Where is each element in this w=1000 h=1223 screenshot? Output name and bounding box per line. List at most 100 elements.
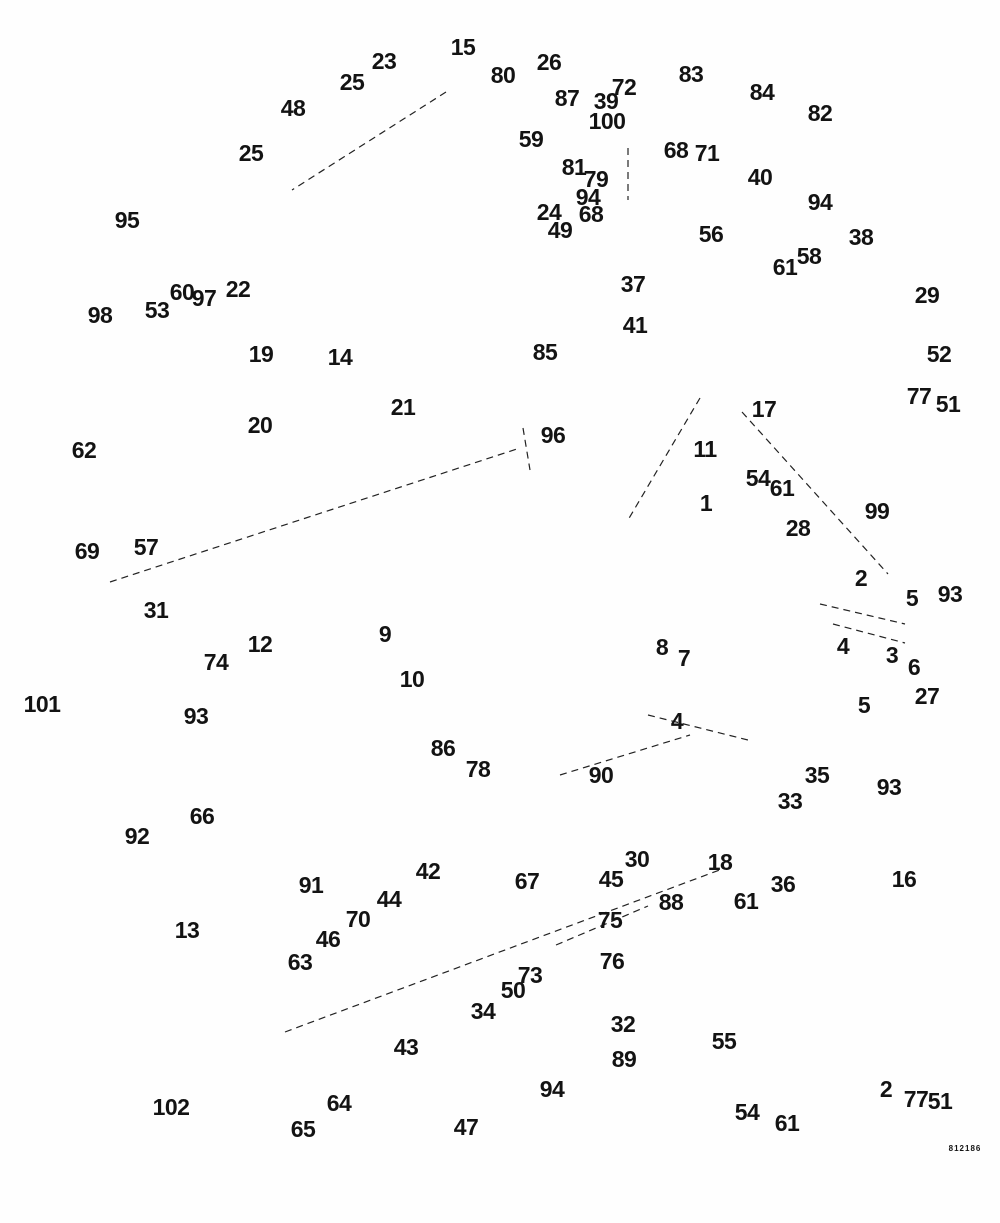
svg-text:11: 11 — [693, 436, 717, 462]
svg-text:12: 12 — [248, 631, 273, 657]
svg-text:91: 91 — [299, 872, 324, 898]
svg-text:39: 39 — [594, 88, 619, 114]
svg-text:93: 93 — [938, 581, 963, 607]
svg-text:10: 10 — [400, 666, 425, 692]
svg-text:56: 56 — [699, 221, 724, 247]
svg-text:6: 6 — [908, 654, 920, 680]
svg-text:33: 33 — [778, 788, 803, 814]
svg-text:75: 75 — [598, 907, 623, 933]
svg-text:3: 3 — [886, 642, 898, 668]
svg-text:64: 64 — [327, 1090, 352, 1116]
svg-text:65: 65 — [291, 1116, 316, 1142]
svg-text:54: 54 — [735, 1099, 760, 1125]
svg-text:55: 55 — [712, 1028, 737, 1054]
svg-text:89: 89 — [612, 1046, 637, 1072]
svg-text:7: 7 — [678, 645, 690, 671]
svg-text:76: 76 — [600, 948, 625, 974]
svg-text:81: 81 — [562, 154, 587, 180]
svg-text:36: 36 — [771, 871, 796, 897]
svg-text:35: 35 — [805, 762, 830, 788]
svg-text:52: 52 — [927, 341, 952, 367]
svg-text:57: 57 — [134, 534, 159, 560]
svg-text:101: 101 — [24, 691, 62, 717]
svg-text:69: 69 — [75, 538, 100, 564]
svg-text:88: 88 — [659, 889, 684, 915]
svg-text:68: 68 — [579, 201, 604, 227]
svg-text:5: 5 — [858, 692, 871, 718]
svg-text:49: 49 — [548, 217, 573, 243]
svg-text:61: 61 — [773, 254, 798, 280]
svg-text:98: 98 — [88, 302, 113, 328]
svg-text:43: 43 — [394, 1034, 419, 1060]
svg-text:60: 60 — [170, 279, 195, 305]
svg-text:73: 73 — [518, 962, 543, 988]
svg-text:14: 14 — [328, 344, 353, 370]
svg-text:70: 70 — [346, 906, 371, 932]
svg-text:61: 61 — [770, 475, 795, 501]
svg-text:32: 32 — [611, 1011, 636, 1037]
svg-text:48: 48 — [281, 95, 306, 121]
svg-text:27: 27 — [915, 683, 940, 709]
svg-text:30: 30 — [625, 846, 650, 872]
svg-text:93: 93 — [877, 774, 902, 800]
svg-text:77: 77 — [907, 383, 932, 409]
svg-text:84: 84 — [750, 79, 775, 105]
svg-text:26: 26 — [537, 49, 562, 75]
svg-text:74: 74 — [204, 649, 229, 675]
svg-text:41: 41 — [623, 312, 648, 338]
svg-text:58: 58 — [797, 243, 822, 269]
svg-text:102: 102 — [153, 1094, 190, 1120]
svg-text:5: 5 — [906, 585, 919, 611]
svg-text:34: 34 — [471, 998, 496, 1024]
svg-text:8: 8 — [656, 634, 669, 660]
svg-text:24: 24 — [537, 199, 562, 225]
svg-text:97: 97 — [192, 285, 217, 311]
svg-text:38: 38 — [849, 224, 874, 250]
svg-text:100: 100 — [589, 108, 626, 134]
svg-text:53: 53 — [145, 297, 170, 323]
svg-text:25: 25 — [239, 140, 264, 166]
svg-text:47: 47 — [454, 1114, 479, 1140]
svg-text:62: 62 — [72, 437, 97, 463]
svg-text:61: 61 — [775, 1110, 800, 1136]
svg-text:68: 68 — [664, 137, 689, 163]
svg-text:51: 51 — [928, 1088, 953, 1114]
svg-text:45: 45 — [599, 866, 624, 892]
svg-text:15: 15 — [451, 34, 476, 60]
svg-text:2: 2 — [855, 565, 867, 591]
svg-text:94: 94 — [808, 189, 833, 215]
svg-text:1: 1 — [700, 490, 713, 516]
svg-text:79: 79 — [584, 166, 609, 192]
svg-text:90: 90 — [589, 762, 614, 788]
svg-text:87: 87 — [555, 85, 580, 111]
svg-text:59: 59 — [519, 126, 544, 152]
svg-text:44: 44 — [377, 886, 402, 912]
svg-text:2: 2 — [880, 1076, 892, 1102]
svg-text:42: 42 — [416, 858, 441, 884]
svg-text:71: 71 — [695, 140, 720, 166]
svg-text:63: 63 — [288, 949, 313, 975]
svg-text:13: 13 — [175, 917, 200, 943]
svg-text:61: 61 — [734, 888, 759, 914]
svg-text:19: 19 — [249, 341, 274, 367]
svg-text:20: 20 — [248, 412, 273, 438]
svg-text:94: 94 — [576, 184, 601, 210]
svg-text:83: 83 — [679, 61, 704, 87]
svg-text:28: 28 — [786, 515, 811, 541]
svg-text:9: 9 — [379, 621, 391, 647]
svg-text:4: 4 — [837, 633, 850, 659]
svg-text:40: 40 — [748, 164, 773, 190]
svg-text:95: 95 — [115, 207, 140, 233]
svg-text:92: 92 — [125, 823, 150, 849]
svg-text:812186: 812186 — [949, 1144, 982, 1153]
svg-text:37: 37 — [621, 271, 646, 297]
svg-text:86: 86 — [431, 735, 456, 761]
svg-text:18: 18 — [708, 849, 733, 875]
svg-text:66: 66 — [190, 803, 215, 829]
svg-text:21: 21 — [391, 394, 416, 420]
svg-text:16: 16 — [892, 866, 917, 892]
svg-text:78: 78 — [466, 756, 491, 782]
svg-text:50: 50 — [501, 977, 526, 1003]
svg-text:23: 23 — [372, 48, 397, 74]
svg-text:17: 17 — [752, 396, 777, 422]
